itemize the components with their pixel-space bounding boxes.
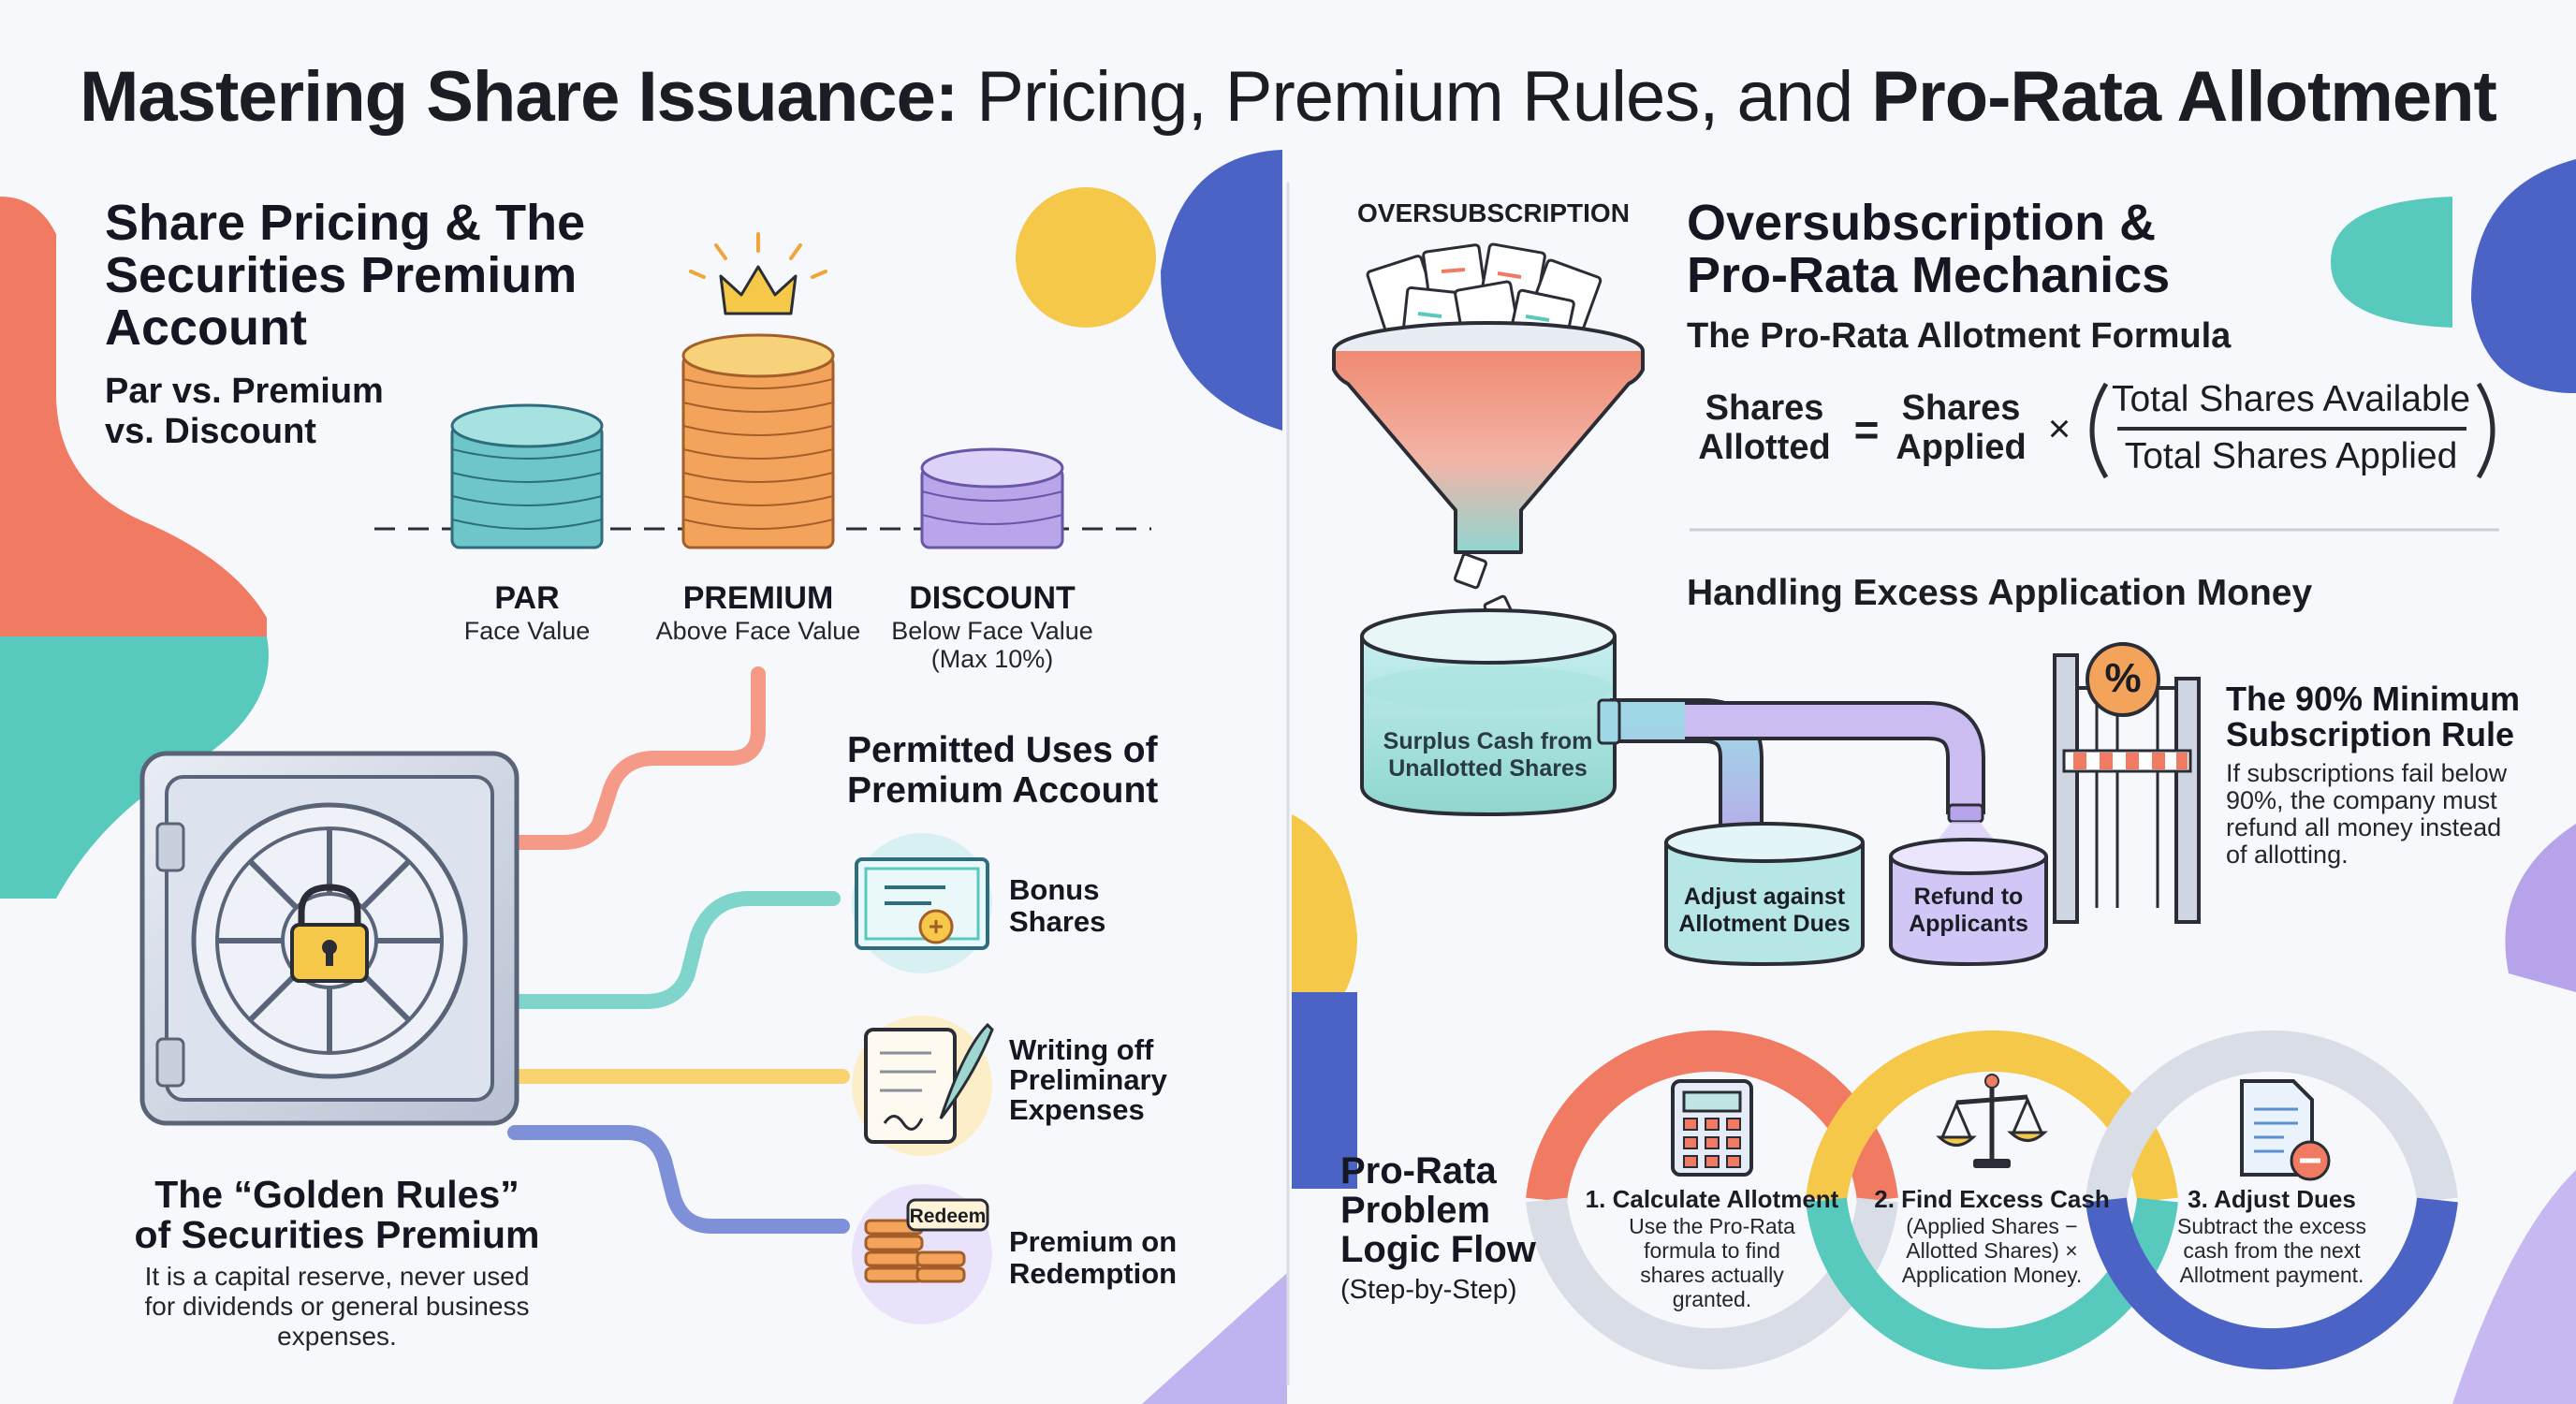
formula-times: × bbox=[2047, 406, 2071, 450]
oversubscription-label: OVERSUBSCRIPTION bbox=[1357, 198, 1630, 227]
gate-icon bbox=[2053, 642, 2201, 924]
left-section-heading: Share Pricing & The Securities Premium A… bbox=[105, 195, 586, 356]
yellow-circle-left bbox=[1016, 187, 1156, 328]
page-title: Mastering Share Issuance: Pricing, Premi… bbox=[80, 57, 2497, 137]
step-rings bbox=[1526, 1030, 2458, 1370]
yellow-blob-mid bbox=[1292, 814, 1357, 1039]
par-caption: PAR Face Value bbox=[463, 580, 591, 645]
adjust-tank bbox=[1664, 822, 1865, 967]
use-preliminary-expenses: Writing off Preliminary Expenses bbox=[1009, 1033, 1167, 1126]
logic-flow-heading: Pro-Rata Problem Logic Flow bbox=[1340, 1150, 1536, 1270]
pricing-subheading: Par vs. Premium vs. Discount bbox=[105, 372, 384, 451]
premium-coin-stack bbox=[681, 333, 835, 549]
percent-badge: % bbox=[2104, 655, 2142, 701]
coins-redeem-icon bbox=[852, 1184, 992, 1324]
step-1: 1. Calculate Allotment Use the Pro-Rata … bbox=[1585, 1185, 1839, 1311]
golden-rules-heading: The “Golden Rules” of Securities Premium bbox=[134, 1173, 540, 1256]
purple-blob-bottom-right bbox=[2452, 1170, 2576, 1404]
formula-shares-allotted: Shares Allotted bbox=[1698, 388, 1831, 467]
surplus-tank bbox=[1360, 608, 1617, 817]
right-section-heading: Oversubscription & Pro-Rata Mechanics bbox=[1687, 195, 2171, 303]
document-minus-icon bbox=[2240, 1079, 2331, 1181]
logic-flow-subheading: (Step-by-Step) bbox=[1340, 1275, 1517, 1305]
vault-safe-icon bbox=[139, 751, 520, 1126]
certificate-icon bbox=[852, 833, 992, 973]
step-3: 3. Adjust Dues Subtract the excess cash … bbox=[2177, 1185, 2366, 1287]
excess-money-heading: Handling Excess Application Money bbox=[1687, 573, 2313, 613]
purple-corner-bottom-left bbox=[1142, 1273, 1287, 1404]
tank-label: Surplus Cash from Unallotted Shares bbox=[1383, 728, 1593, 782]
refund-tank bbox=[1889, 838, 2048, 967]
formula-numerator: Total Shares Available bbox=[2111, 379, 2471, 419]
formula-denominator: Total Shares Applied bbox=[2124, 436, 2458, 476]
teal-half-right bbox=[2331, 197, 2452, 328]
paren-left bbox=[2089, 382, 2109, 479]
blue-blob-mid bbox=[1292, 992, 1357, 1189]
discount-coin-stack bbox=[920, 447, 1064, 549]
use-premium-redemption: Premium on Redemption bbox=[1009, 1225, 1178, 1290]
scroll-quill-icon bbox=[852, 1016, 994, 1156]
permitted-uses-heading: Permitted Uses of Premium Account bbox=[847, 730, 1159, 811]
redeem-tag: Redeem bbox=[909, 1206, 987, 1227]
formula-shares-applied: Shares Applied bbox=[1895, 388, 2027, 467]
formula-equals: = bbox=[1853, 405, 1880, 454]
golden-rules-description: It is a capital reserve, never used for … bbox=[144, 1262, 530, 1351]
coral-blob bbox=[0, 197, 267, 636]
connector-lines bbox=[507, 666, 850, 1234]
use-bonus-shares: Bonus Shares bbox=[1009, 873, 1106, 938]
par-coin-stack bbox=[450, 403, 604, 549]
crown-icon bbox=[689, 232, 827, 315]
funnel-icon bbox=[1332, 242, 1645, 630]
premium-caption: PREMIUM Above Face Value bbox=[655, 580, 861, 645]
purple-blob-right bbox=[2505, 824, 2576, 992]
formula-heading: The Pro-Rata Allotment Formula bbox=[1687, 316, 2232, 356]
teal-blob bbox=[0, 636, 269, 899]
blue-half-left bbox=[1161, 150, 1282, 431]
refund-tank-label: Refund to Applicants bbox=[1909, 884, 2028, 937]
minimum-subscription-description: If subscriptions fail below 90%, the com… bbox=[2226, 759, 2508, 869]
discount-caption: DISCOUNT Below Face Value (Max 10%) bbox=[891, 580, 1093, 673]
calculator-icon bbox=[1671, 1079, 1753, 1177]
step-2: 2. Find Excess Cash (Applied Shares − Al… bbox=[1874, 1185, 2110, 1287]
minimum-subscription-heading: The 90% Minimum Subscription Rule bbox=[2226, 680, 2521, 753]
adjust-tank-label: Adjust against Allotment Dues bbox=[1678, 884, 1851, 937]
scales-icon bbox=[1936, 1074, 2048, 1168]
blue-blob-right bbox=[2471, 159, 2576, 393]
paren-right bbox=[2476, 382, 2496, 479]
